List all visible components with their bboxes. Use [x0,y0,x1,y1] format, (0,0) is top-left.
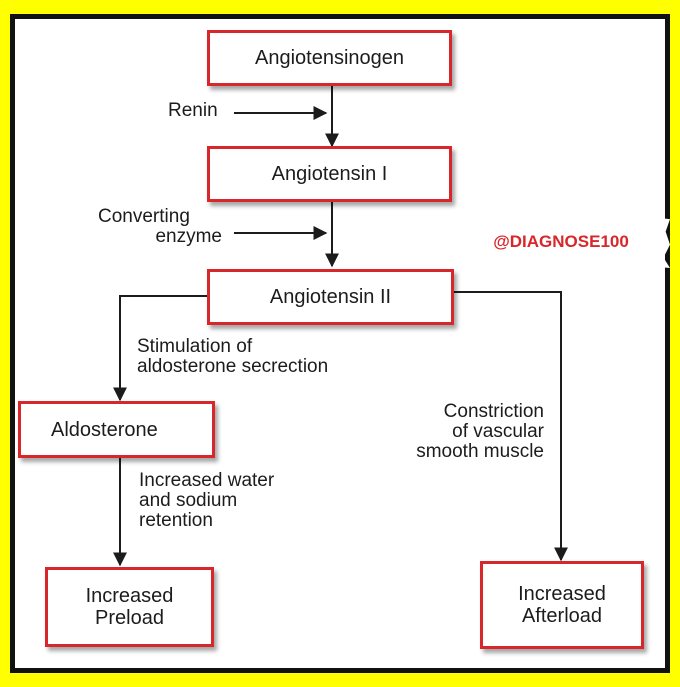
label-stimulation-aldosterone: Stimulation of aldosterone secrection [137,336,329,377]
node-angiotensin-1: Angiotensin I [207,146,452,202]
node-angiotensinogen: Angiotensinogen [207,30,452,86]
node-angiotensin-2: Angiotensin II [207,269,454,325]
arrow-angiotensin2-to-afterload [454,291,568,562]
label-renin: Renin [168,100,218,121]
watermark-badge: @DIAGNOSE100 [452,216,670,268]
arrow-angiotensin2-to-aldosterone [113,295,210,402]
node-increased-preload: Increased Preload [45,567,214,647]
node-increased-afterload: Increased Afterload [480,561,644,649]
label-constriction-vascular: Constriction of vascular smooth muscle [416,401,544,462]
node-aldosterone: Aldosterone [18,401,215,458]
label-water-sodium-retention: Increased water and sodium retention [139,470,275,531]
label-converting-enzyme: Converting enzyme [98,206,222,247]
